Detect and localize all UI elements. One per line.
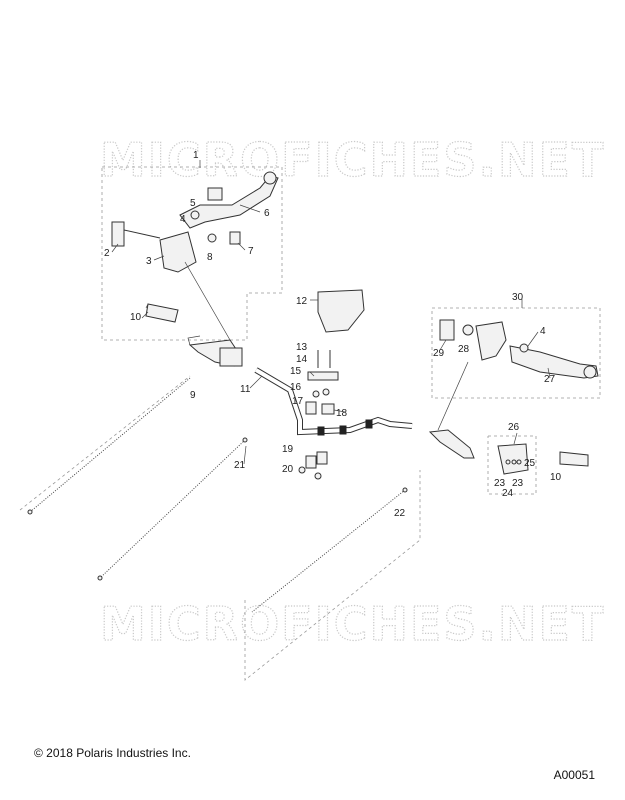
callout-12: 12 bbox=[296, 296, 308, 307]
figure-code: A00051 bbox=[553, 768, 595, 782]
callout-27: 27 bbox=[544, 374, 556, 385]
handlebar bbox=[254, 367, 413, 436]
callout-1: 1 bbox=[193, 150, 199, 161]
group-box-left-lever bbox=[101, 166, 283, 341]
callout-10-left: 10 bbox=[130, 312, 142, 323]
callout-25: 25 bbox=[524, 458, 536, 469]
cable-21 bbox=[99, 439, 246, 579]
callout-9: 9 bbox=[190, 390, 196, 401]
group-box-cable-9 bbox=[19, 375, 191, 511]
callout-3: 3 bbox=[146, 256, 152, 267]
right-switch-and-grip bbox=[487, 435, 589, 495]
watermark-top: MICROFICHES.NET bbox=[100, 133, 605, 187]
callout-19: 19 bbox=[282, 444, 294, 455]
callout-11: 11 bbox=[240, 384, 251, 395]
callout-15: 15 bbox=[290, 366, 302, 377]
callout-16: 16 bbox=[290, 382, 302, 393]
group-box-right-lever bbox=[431, 307, 601, 399]
callout-4-right: 4 bbox=[540, 326, 546, 337]
callout-21: 21 bbox=[234, 460, 246, 471]
right-brake-lever-assembly bbox=[428, 319, 599, 459]
group-box-cable-22 bbox=[244, 470, 421, 681]
watermark-bottom: MICROFICHES.NET bbox=[100, 597, 605, 651]
handlebar-pad bbox=[317, 289, 365, 333]
callout-23-a: 23 bbox=[494, 478, 506, 489]
callout-29: 29 bbox=[433, 348, 445, 359]
callout-4-left: 4 bbox=[180, 214, 186, 225]
callout-6: 6 bbox=[264, 208, 270, 219]
copyright: © 2018 Polaris Industries Inc. bbox=[34, 746, 191, 760]
left-brake-master-cylinder bbox=[111, 171, 279, 273]
cable-22 bbox=[251, 489, 406, 613]
callout-13: 13 bbox=[296, 342, 308, 353]
callout-8: 8 bbox=[207, 252, 213, 263]
callout-24: 24 bbox=[502, 488, 514, 499]
callout-26: 26 bbox=[508, 422, 520, 433]
left-lever-assembly bbox=[145, 261, 243, 367]
callout-22: 22 bbox=[394, 508, 406, 519]
callout-28: 28 bbox=[458, 344, 470, 355]
callout-17: 17 bbox=[292, 396, 304, 407]
callout-10-right: 10 bbox=[550, 472, 562, 483]
cable-9 bbox=[29, 377, 191, 513]
callout-7: 7 bbox=[248, 246, 254, 257]
clamp-hardware bbox=[298, 350, 339, 480]
callout-5: 5 bbox=[190, 198, 196, 209]
callout-30: 30 bbox=[512, 292, 524, 303]
callout-18: 18 bbox=[336, 408, 348, 419]
callout-23-b: 23 bbox=[512, 478, 524, 489]
callout-2: 2 bbox=[104, 248, 110, 259]
callout-20: 20 bbox=[282, 464, 294, 475]
callout-14: 14 bbox=[296, 354, 308, 365]
